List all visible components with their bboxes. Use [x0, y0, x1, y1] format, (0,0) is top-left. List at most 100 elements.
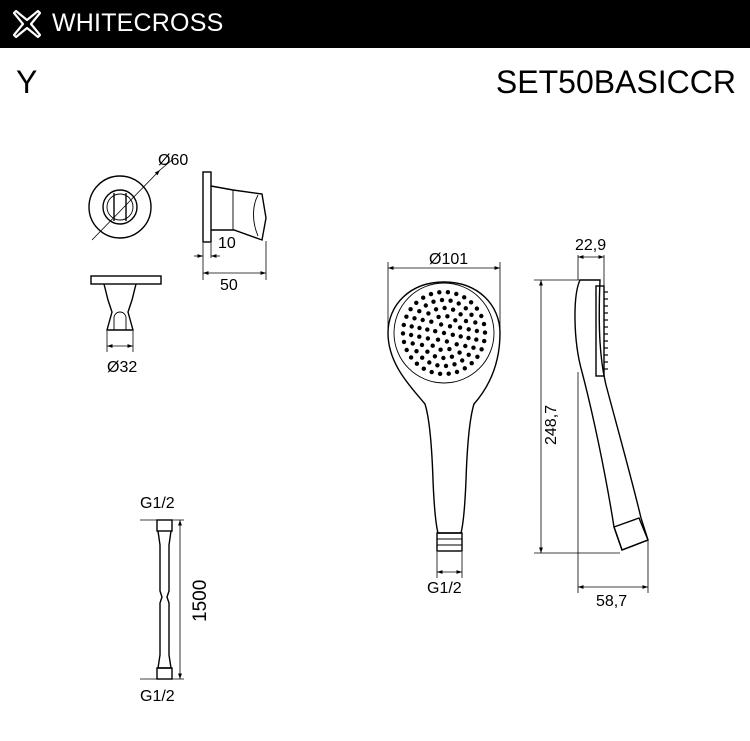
nozzle-dot [447, 346, 452, 352]
nozzle-dot [437, 371, 443, 376]
nozzle-dot [425, 349, 430, 354]
nozzle-dot [454, 369, 460, 375]
nozzle-dot [437, 290, 442, 295]
nozzle-dot [445, 314, 450, 319]
nozzle-pattern [400, 290, 488, 376]
nozzle-dot [425, 336, 431, 341]
side-nozzle-pattern [604, 291, 608, 370]
brand-name: WHITECROSS [52, 9, 224, 37]
nozzle-dot [439, 297, 445, 303]
nozzle-dot [473, 320, 478, 325]
nozzle-dot [457, 325, 463, 330]
nozzle-dot [475, 354, 480, 359]
nozzle-dot [414, 349, 419, 354]
nozzle-dot [454, 342, 459, 347]
nozzle-dot [457, 350, 462, 355]
nozzle-dot [423, 303, 428, 308]
nozzle-dot [471, 345, 476, 350]
nozzle-dot [449, 354, 455, 359]
nozzle-dot [408, 332, 414, 338]
nozzle-dot [420, 355, 425, 360]
nozzle-dot [401, 322, 406, 328]
nozzle-dot [404, 347, 409, 353]
holder-projection-label: 50 [220, 277, 238, 294]
nozzle-dot [438, 322, 444, 327]
nozzle-dot [469, 361, 474, 366]
nozzle-dot [432, 354, 438, 359]
nozzle-dot [421, 366, 426, 371]
handshower-side-view: 22,9 248,7 58,7 [534, 237, 649, 610]
nozzle-dot [433, 329, 438, 334]
nozzle-dot [428, 291, 434, 297]
hose-length-label: 1500 [190, 580, 211, 622]
nozzle-dot [463, 343, 468, 349]
nozzle-dot [462, 295, 467, 300]
handshower-thread-label: G1/2 [427, 580, 462, 597]
nozzle-dot [446, 371, 451, 376]
nozzle-dot [442, 305, 447, 311]
nozzle-dot [438, 347, 443, 352]
hose-thread-top-label: G1/2 [140, 495, 175, 512]
nozzle-dot [435, 363, 440, 368]
nozzle-dot [425, 327, 430, 332]
holder-top-view: Ø32 [90, 275, 162, 376]
holder-diameter-label: Ø60 [158, 152, 188, 169]
nozzle-dot [456, 301, 461, 306]
nozzle-dot [458, 334, 463, 339]
handshower-front-view: Ø101 G1/2 [387, 251, 501, 597]
nozzle-dot [448, 298, 453, 303]
nozzle-dot [417, 325, 422, 331]
nozzle-dot [479, 313, 484, 319]
nozzle-dot [420, 317, 425, 323]
nozzle-dot [445, 290, 451, 295]
nozzle-dot [441, 355, 446, 361]
holder-side-view: 10 50 [194, 171, 267, 294]
nozzle-dot [417, 334, 422, 339]
nozzle-dot [412, 316, 417, 321]
nozzle-dot [453, 318, 458, 323]
holder-depth-label: 10 [218, 235, 236, 252]
nozzle-dot [482, 338, 487, 344]
handshower-depth-label: 58,7 [596, 593, 627, 610]
nozzle-dot [419, 342, 425, 348]
nozzle-dot [431, 299, 436, 304]
nozzle-dot [466, 352, 471, 357]
nozzle-dot [481, 321, 487, 327]
nozzle-dot [450, 307, 456, 312]
nozzle-dot [450, 332, 455, 337]
nozzle-dot [474, 306, 480, 311]
nozzle-dot [468, 300, 474, 305]
nozzle-dot [401, 339, 407, 345]
nozzle-dot [443, 363, 449, 369]
nozzle-dot [466, 335, 471, 341]
nozzle-dot [417, 309, 422, 314]
nozzle-dot [408, 307, 413, 312]
nozzle-dot [474, 328, 480, 334]
nozzle-dot [454, 291, 459, 297]
holder-front-view: Ø60 [88, 152, 188, 241]
nozzle-dot [404, 314, 409, 319]
nozzle-dot [444, 339, 450, 344]
nozzle-dot [460, 358, 465, 363]
nozzle-dot [452, 362, 457, 367]
nozzle-dot [408, 355, 414, 360]
hose-thread-bottom-label: G1/2 [140, 688, 175, 705]
nozzle-dot [429, 369, 434, 375]
nozzle-dot [400, 331, 406, 336]
nozzle-dot [427, 360, 432, 365]
nozzle-dot [421, 295, 426, 300]
handshower-length-label: 248,7 [543, 405, 560, 445]
nozzle-dot [463, 306, 468, 311]
nozzle-dot [466, 327, 471, 332]
head-diameter-label: Ø101 [429, 251, 468, 268]
nozzle-dot [426, 311, 431, 316]
nozzle-dot [469, 312, 474, 317]
nozzle-dot [436, 314, 441, 320]
nozzle-dot [482, 330, 488, 335]
nozzle-dot [458, 312, 463, 317]
nozzle-dot [433, 307, 439, 312]
nozzle-dot [462, 366, 467, 371]
nozzle-dot [430, 343, 435, 348]
product-code: SET50BASICCR [495, 64, 736, 100]
